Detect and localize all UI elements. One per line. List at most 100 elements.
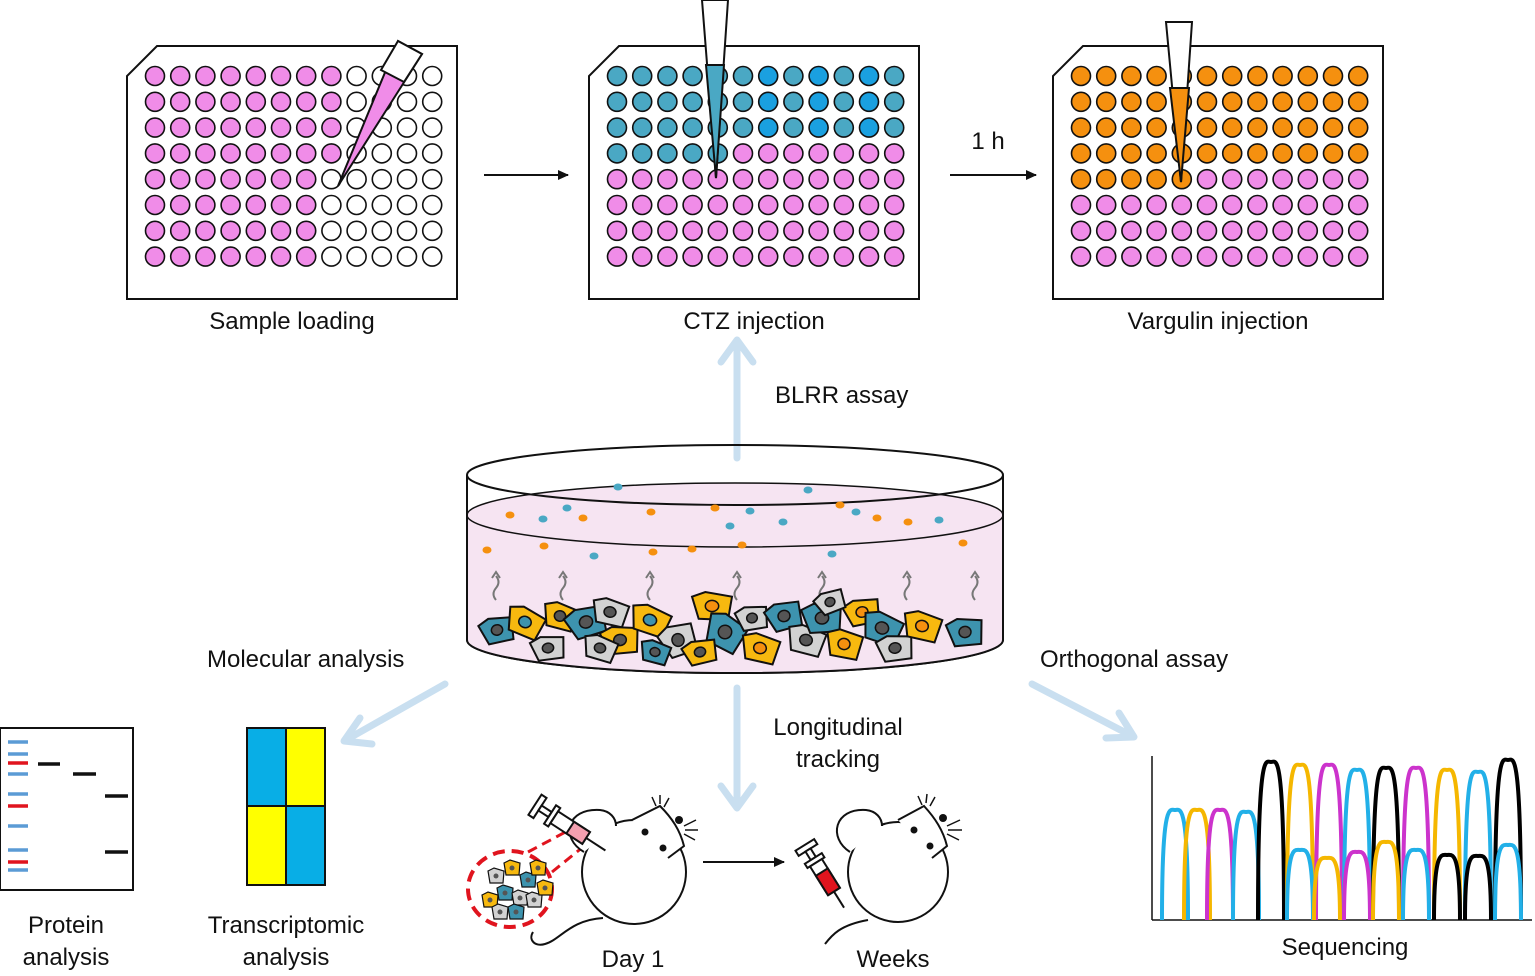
plate-well (346, 220, 367, 242)
plate-well (295, 194, 317, 216)
plate-well (808, 65, 829, 87)
tumor-cell (511, 889, 529, 906)
plate-well (295, 168, 317, 190)
plate-well (1272, 194, 1293, 216)
plate-well (195, 194, 216, 216)
light-emission-icon (817, 570, 827, 579)
plate-well (295, 117, 317, 138)
plate-well (606, 246, 628, 267)
label-longitudinal-line1: Longitudinal (773, 714, 903, 741)
plate-well (144, 91, 166, 113)
plate-well (421, 117, 443, 138)
plate-well (631, 246, 653, 267)
tumor-cell (584, 633, 620, 665)
light-emission-icon (559, 575, 567, 601)
plate-well (631, 117, 653, 138)
tumor-cell (507, 605, 548, 642)
plate-well (657, 143, 678, 164)
plate-well (1070, 91, 1092, 113)
plate-well (883, 220, 905, 242)
plate-well (858, 143, 880, 164)
label-sample-loading: Sample loading (209, 308, 375, 335)
plate-well (1121, 194, 1142, 216)
plate-well (1347, 194, 1369, 216)
plate-well (195, 65, 216, 87)
plate-well (396, 91, 418, 113)
plate-well (606, 91, 628, 113)
plate-well (808, 246, 829, 267)
chromatogram-peak (1205, 807, 1235, 921)
chromatogram-peak (1401, 765, 1431, 921)
plate-well (783, 194, 804, 216)
pipette-tip-icon (337, 39, 424, 187)
plate-well (321, 65, 342, 87)
tumor-cell (487, 867, 505, 884)
tumor-cell (903, 610, 944, 644)
plate-well (1272, 65, 1293, 87)
plate-well (1221, 220, 1243, 242)
tumor-cell (477, 616, 515, 646)
plate-well (421, 91, 443, 113)
petri-dish-icon (466, 444, 1004, 674)
plate-well (245, 220, 267, 242)
plate-well (1322, 65, 1344, 87)
plate-well (371, 194, 393, 216)
chromatogram-peak (1371, 765, 1401, 921)
plate-well (1297, 117, 1319, 138)
plate-well (169, 168, 191, 190)
chromatogram-peak (1312, 855, 1342, 921)
plate-well (783, 220, 804, 242)
plate-well (169, 194, 191, 216)
plate-well (270, 65, 292, 87)
light-emission-icon (491, 570, 501, 579)
label-transcriptomic-line2: analysis (242, 944, 330, 971)
plate-well (757, 91, 779, 113)
plate-well (1146, 194, 1167, 216)
chromatogram-peak (1493, 757, 1523, 921)
plate-well (144, 246, 166, 267)
label-transcriptomic-line1: Transcriptomic (207, 912, 365, 939)
plate-well (707, 220, 729, 242)
tumor-cell (503, 859, 521, 876)
chromatogram-peak (1432, 852, 1462, 921)
plate-well (858, 194, 880, 216)
plate-well (833, 65, 855, 87)
plate-well (757, 65, 779, 87)
plate-well (1070, 143, 1092, 164)
plate-well (631, 91, 653, 113)
plate-well (1196, 220, 1218, 242)
plate-well (1347, 117, 1369, 138)
light-emission-icon (903, 575, 911, 601)
tumor-cell (705, 612, 750, 656)
plate-well (883, 91, 905, 113)
plate-well (757, 246, 779, 267)
plate-well (144, 220, 166, 242)
plate-well (1070, 220, 1092, 242)
plate-well (757, 220, 779, 242)
plate-well (321, 91, 342, 113)
plate-well (1247, 91, 1268, 113)
plate-well (757, 194, 779, 216)
plate-well (195, 246, 216, 267)
label-vargulin-injection: Vargulin injection (1127, 308, 1309, 335)
label-protein-line1: Protein (27, 912, 105, 939)
light-emission-icon (492, 575, 500, 601)
plate-well (421, 143, 443, 164)
plate-well (195, 91, 216, 113)
light-emission-icon (902, 570, 912, 579)
plate-well (682, 65, 703, 87)
plate-well (396, 246, 418, 267)
plate-well (1347, 168, 1369, 190)
plate-well (858, 168, 880, 190)
substrate-dot (725, 522, 735, 530)
syringe-icon (527, 793, 606, 852)
chromatogram-peak (1231, 809, 1261, 921)
plate-well (270, 168, 292, 190)
plate-well (421, 65, 443, 87)
plate-well (883, 246, 905, 267)
plate-well (270, 194, 292, 216)
pipette-tip-icon (1164, 21, 1194, 183)
plate-well (169, 246, 191, 267)
plate-well (295, 91, 317, 113)
plate-well (1070, 65, 1092, 87)
